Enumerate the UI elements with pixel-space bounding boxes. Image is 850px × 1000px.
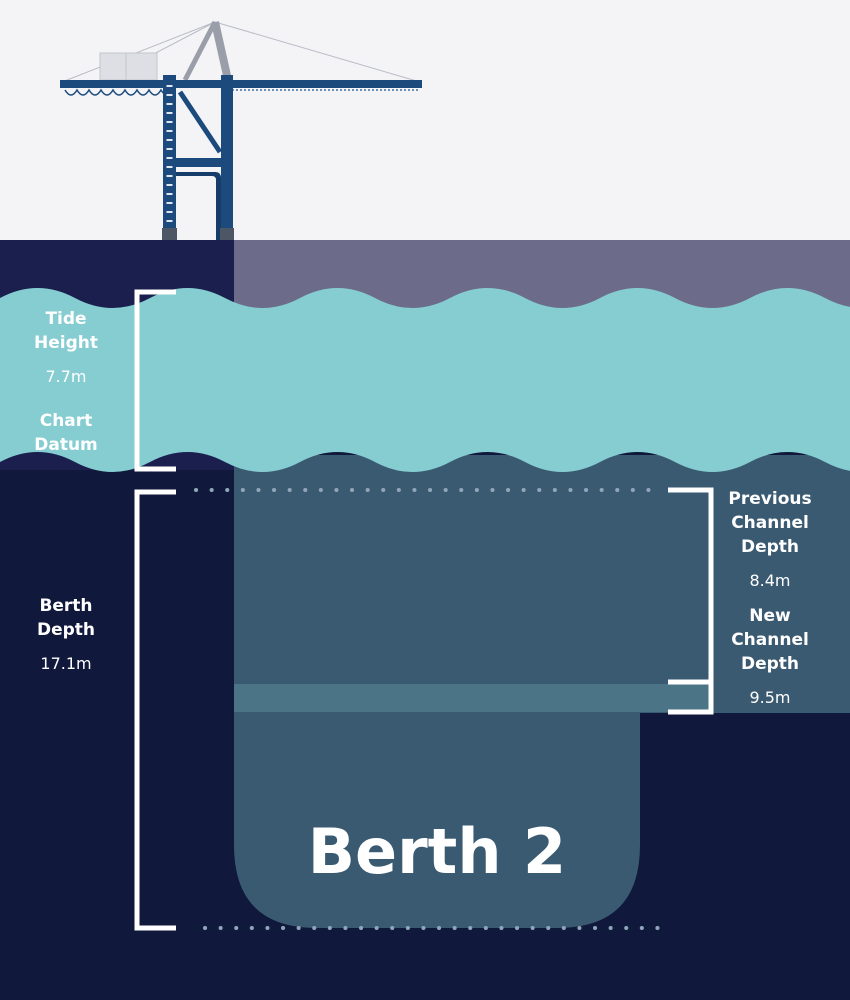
new-channel-depth-value: 9.5m [749, 688, 791, 707]
berth-depth-bracket [134, 489, 176, 931]
tide-height-title: Tide Height [34, 309, 98, 353]
new-depth-bracket [668, 682, 714, 715]
chart-datum-label: Chart Datum [18, 409, 114, 457]
new-channel-depth-label: New Channel Depth 9.5m [718, 604, 822, 710]
chart-datum-title: Chart Datum [34, 411, 98, 455]
previous-depth-bracket [668, 487, 714, 685]
sky [0, 0, 850, 240]
berth-depth-title: Berth Depth [36, 596, 96, 640]
berth-name: Berth 2 [307, 815, 567, 888]
new-channel-band [234, 684, 710, 712]
berth-pocket [234, 700, 640, 928]
tide-bracket [134, 289, 176, 472]
previous-channel-depth-label: Previous Channel Depth 8.4m [718, 487, 822, 593]
channel [234, 455, 850, 713]
tide-height-value: 7.7m [45, 367, 87, 386]
tide-height-label: Tide Height 7.7m [18, 307, 114, 389]
berth-depth-label: Berth Depth 17.1m [18, 594, 114, 676]
new-channel-depth-title: New Channel Depth [731, 606, 809, 674]
gantry-crane-icon [60, 20, 422, 240]
berth-depth-value: 17.1m [40, 654, 92, 673]
previous-channel-depth-title: Previous Channel Depth [728, 489, 812, 557]
tide-water [0, 288, 850, 472]
previous-channel-depth-value: 8.4m [749, 571, 791, 590]
